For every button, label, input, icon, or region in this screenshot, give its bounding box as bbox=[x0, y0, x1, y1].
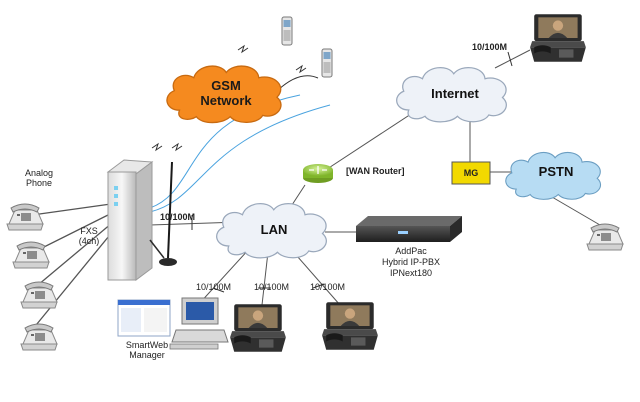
computer-icon bbox=[117, 297, 229, 350]
video-phone-icon bbox=[530, 14, 586, 62]
mobile-phone-icon bbox=[281, 16, 293, 46]
analog-phone-icon bbox=[20, 323, 58, 351]
analog-phone-icon bbox=[586, 223, 624, 251]
analog-phone-icon bbox=[20, 281, 58, 309]
internet-videophone-link bbox=[494, 49, 531, 69]
lan-cloud-label: LAN bbox=[260, 222, 288, 237]
fxs-line-3 bbox=[31, 217, 119, 291]
analog-phone-icon bbox=[12, 241, 50, 269]
speed-label-gateway: 10/100M bbox=[160, 212, 196, 222]
analog-phone-label: Analog Phone bbox=[24, 168, 54, 188]
ip-pbx-label: AddPac Hybrid IP-PBX IPNext180 bbox=[368, 246, 454, 279]
pbx-brand: AddPac bbox=[395, 246, 427, 256]
router-icon bbox=[303, 164, 333, 183]
fxs-label: FXS (4ch) bbox=[78, 226, 100, 246]
speed-label-lan-2: 10/100M bbox=[254, 282, 290, 292]
antenna-icon bbox=[149, 161, 177, 266]
pstn-cloud-label: PSTN bbox=[538, 164, 574, 179]
internet-cloud-label: Internet bbox=[431, 86, 479, 101]
fxs-line-4 bbox=[31, 224, 119, 331]
speed-label-lan-1: 10/100M bbox=[196, 282, 232, 292]
lan-computer-link bbox=[197, 247, 251, 306]
speed-label-lan-3: 10/100M bbox=[310, 282, 346, 292]
speed-label-internet: 10/100M bbox=[472, 42, 508, 52]
wan-router-label: [WAN Router] bbox=[346, 166, 405, 176]
lan-videophone-1-link bbox=[261, 251, 269, 306]
mg-box bbox=[451, 161, 491, 185]
smartweb-manager-label: SmartWeb Manager bbox=[125, 340, 169, 360]
mobile-phone-icon bbox=[321, 48, 333, 78]
analog-phone-icon bbox=[6, 203, 44, 231]
video-phone-icon bbox=[322, 302, 378, 350]
gateway-device-icon bbox=[106, 159, 154, 281]
video-phone-icon bbox=[230, 304, 286, 352]
ip-pbx-icon bbox=[356, 216, 462, 242]
gsm-cloud-label: GSM Network bbox=[200, 78, 252, 108]
mg-label: MG bbox=[463, 168, 479, 178]
